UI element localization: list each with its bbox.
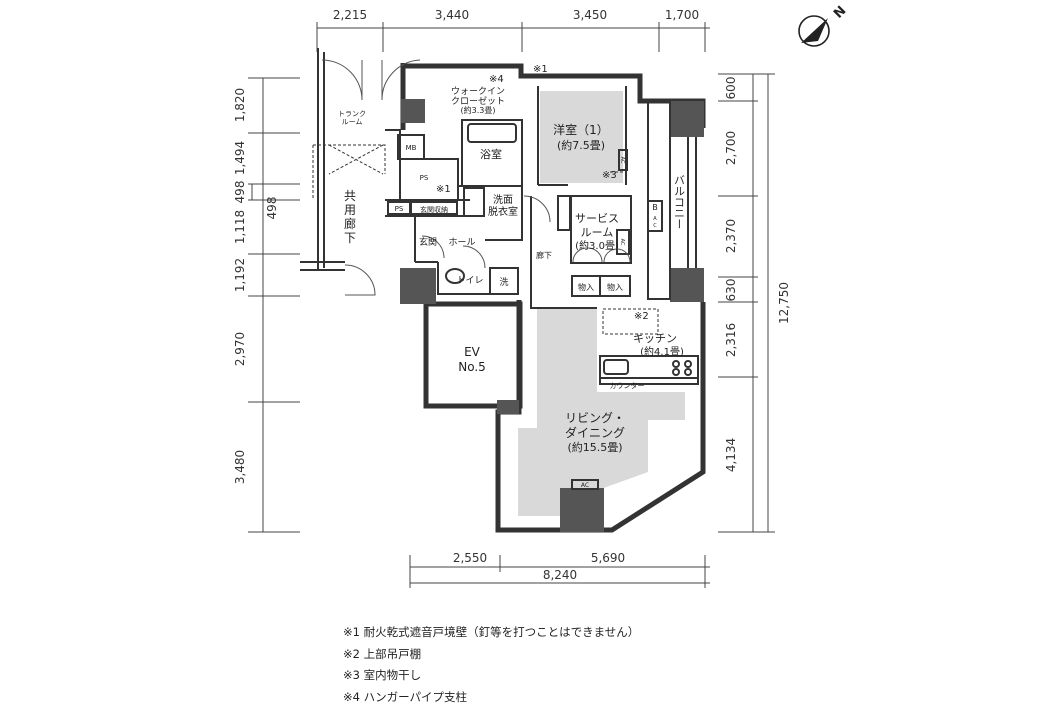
living-label-1: リビング・ bbox=[565, 411, 625, 425]
dim-left-5: 1,192 bbox=[233, 258, 247, 292]
western-room-label-2: (約7.5畳) bbox=[557, 138, 605, 152]
kitchen-label-1: キッチン bbox=[633, 332, 677, 345]
entrance-storage-label: 玄関収納 bbox=[420, 205, 448, 214]
dim-top-3: 3,450 bbox=[573, 8, 607, 22]
kitchen-label-2: (約4.1畳) bbox=[640, 345, 684, 358]
dim-right-total: 12,750 bbox=[777, 282, 791, 324]
mark-2: ※2 bbox=[634, 311, 649, 322]
mark-3: ※3 bbox=[602, 170, 617, 181]
hall-label: ホール bbox=[448, 237, 475, 248]
dim-left-outer: 498 bbox=[265, 197, 279, 220]
western-room-label-1: 洋室（1） bbox=[553, 122, 609, 137]
common-corridor-label-4: 下 bbox=[344, 231, 356, 245]
dim-bottom-total: 8,240 bbox=[543, 568, 577, 582]
storage-1-label: 物入 bbox=[578, 282, 594, 292]
dim-left-1: 1,820 bbox=[233, 88, 247, 122]
washroom-label-2: 脱衣室 bbox=[488, 205, 518, 218]
bath-label: 浴室 bbox=[480, 147, 502, 161]
dim-right-4: 630 bbox=[724, 279, 738, 302]
b-ac-label-3: C bbox=[653, 223, 657, 229]
common-corridor-label-1: 共 bbox=[344, 189, 356, 203]
north-label: N bbox=[831, 3, 849, 21]
ac-2-label: AC bbox=[619, 157, 625, 164]
b-ac-label-2: A bbox=[653, 216, 657, 222]
dim-left-7: 3,480 bbox=[233, 450, 247, 484]
walk-in-closet-label-1: ウォークイン bbox=[451, 86, 505, 97]
dim-right-6: 4,134 bbox=[724, 438, 738, 472]
counter-label: カウンター bbox=[610, 381, 645, 390]
mark-1-ps: ※1 bbox=[436, 184, 451, 195]
dim-bottom-1: 2,550 bbox=[453, 551, 487, 565]
ev-label-1: EV bbox=[464, 345, 481, 359]
ac-3-label: AC bbox=[619, 239, 625, 246]
wash-machine-label: 洗 bbox=[499, 276, 508, 288]
service-room-label-2: ルーム bbox=[581, 226, 614, 239]
mark-4: ※4 bbox=[489, 74, 504, 85]
note-2: ※2 上部吊戸棚 bbox=[343, 644, 639, 666]
dim-top-4: 1,700 bbox=[665, 8, 699, 22]
b-ac-label-1: B bbox=[652, 203, 658, 212]
dim-bottom-2: 5,690 bbox=[591, 551, 625, 565]
dim-right-3: 2,370 bbox=[724, 219, 738, 253]
service-room-label-1: サービス bbox=[575, 212, 619, 225]
dim-top-1: 2,215 bbox=[333, 8, 367, 22]
walk-in-closet-label-3: (約3.3畳) bbox=[461, 105, 496, 115]
dim-left-2: 1,494 bbox=[233, 141, 247, 175]
dim-right-1: 600 bbox=[724, 77, 738, 100]
north-compass: N bbox=[799, 3, 849, 46]
storage-2-label: 物入 bbox=[607, 282, 623, 292]
mark-1-top: ※1 bbox=[533, 64, 548, 75]
dim-right-2: 2,700 bbox=[724, 131, 738, 165]
dim-left-6: 2,970 bbox=[233, 332, 247, 366]
living-label-3: (約15.5畳) bbox=[567, 440, 622, 454]
notes-list: ※1 耐火乾式遮音戸境壁（釘等を打つことはできません） ※2 上部吊戸棚 ※3 … bbox=[343, 622, 639, 708]
ps-2-label: PS bbox=[395, 205, 404, 213]
note-3: ※3 室内物干し bbox=[343, 665, 639, 687]
balcony-label: バルコニー bbox=[673, 175, 686, 230]
mb-label: MB bbox=[406, 144, 417, 152]
trunk-room-label-2: ルーム bbox=[342, 118, 363, 126]
washroom-label-1: 洗面 bbox=[493, 194, 513, 206]
corridor-label: 廊下 bbox=[536, 250, 552, 260]
ev-label-2: No.5 bbox=[458, 360, 486, 374]
dim-left-3: 498 bbox=[233, 181, 247, 204]
entrance-label: 玄関 bbox=[419, 236, 437, 248]
living-label-2: ダイニング bbox=[565, 425, 625, 440]
common-corridor-label-3: 廊 bbox=[344, 216, 356, 231]
dim-right-5: 2,316 bbox=[724, 323, 738, 357]
ac-1-label: AC bbox=[581, 482, 589, 489]
note-1: ※1 耐火乾式遮音戸境壁（釘等を打つことはできません） bbox=[343, 622, 639, 644]
note-4: ※4 ハンガーパイプ支柱 bbox=[343, 687, 639, 708]
dim-top-2: 3,440 bbox=[435, 8, 469, 22]
service-room-label-3: (約3.0畳) bbox=[575, 239, 619, 252]
toilet-label: トイレ bbox=[456, 276, 483, 286]
common-corridor-label-2: 用 bbox=[344, 203, 356, 217]
ps-1-label: PS bbox=[420, 174, 429, 182]
trunk-room-label-1: トランク bbox=[338, 110, 366, 118]
dim-left-4: 1,118 bbox=[233, 210, 247, 244]
